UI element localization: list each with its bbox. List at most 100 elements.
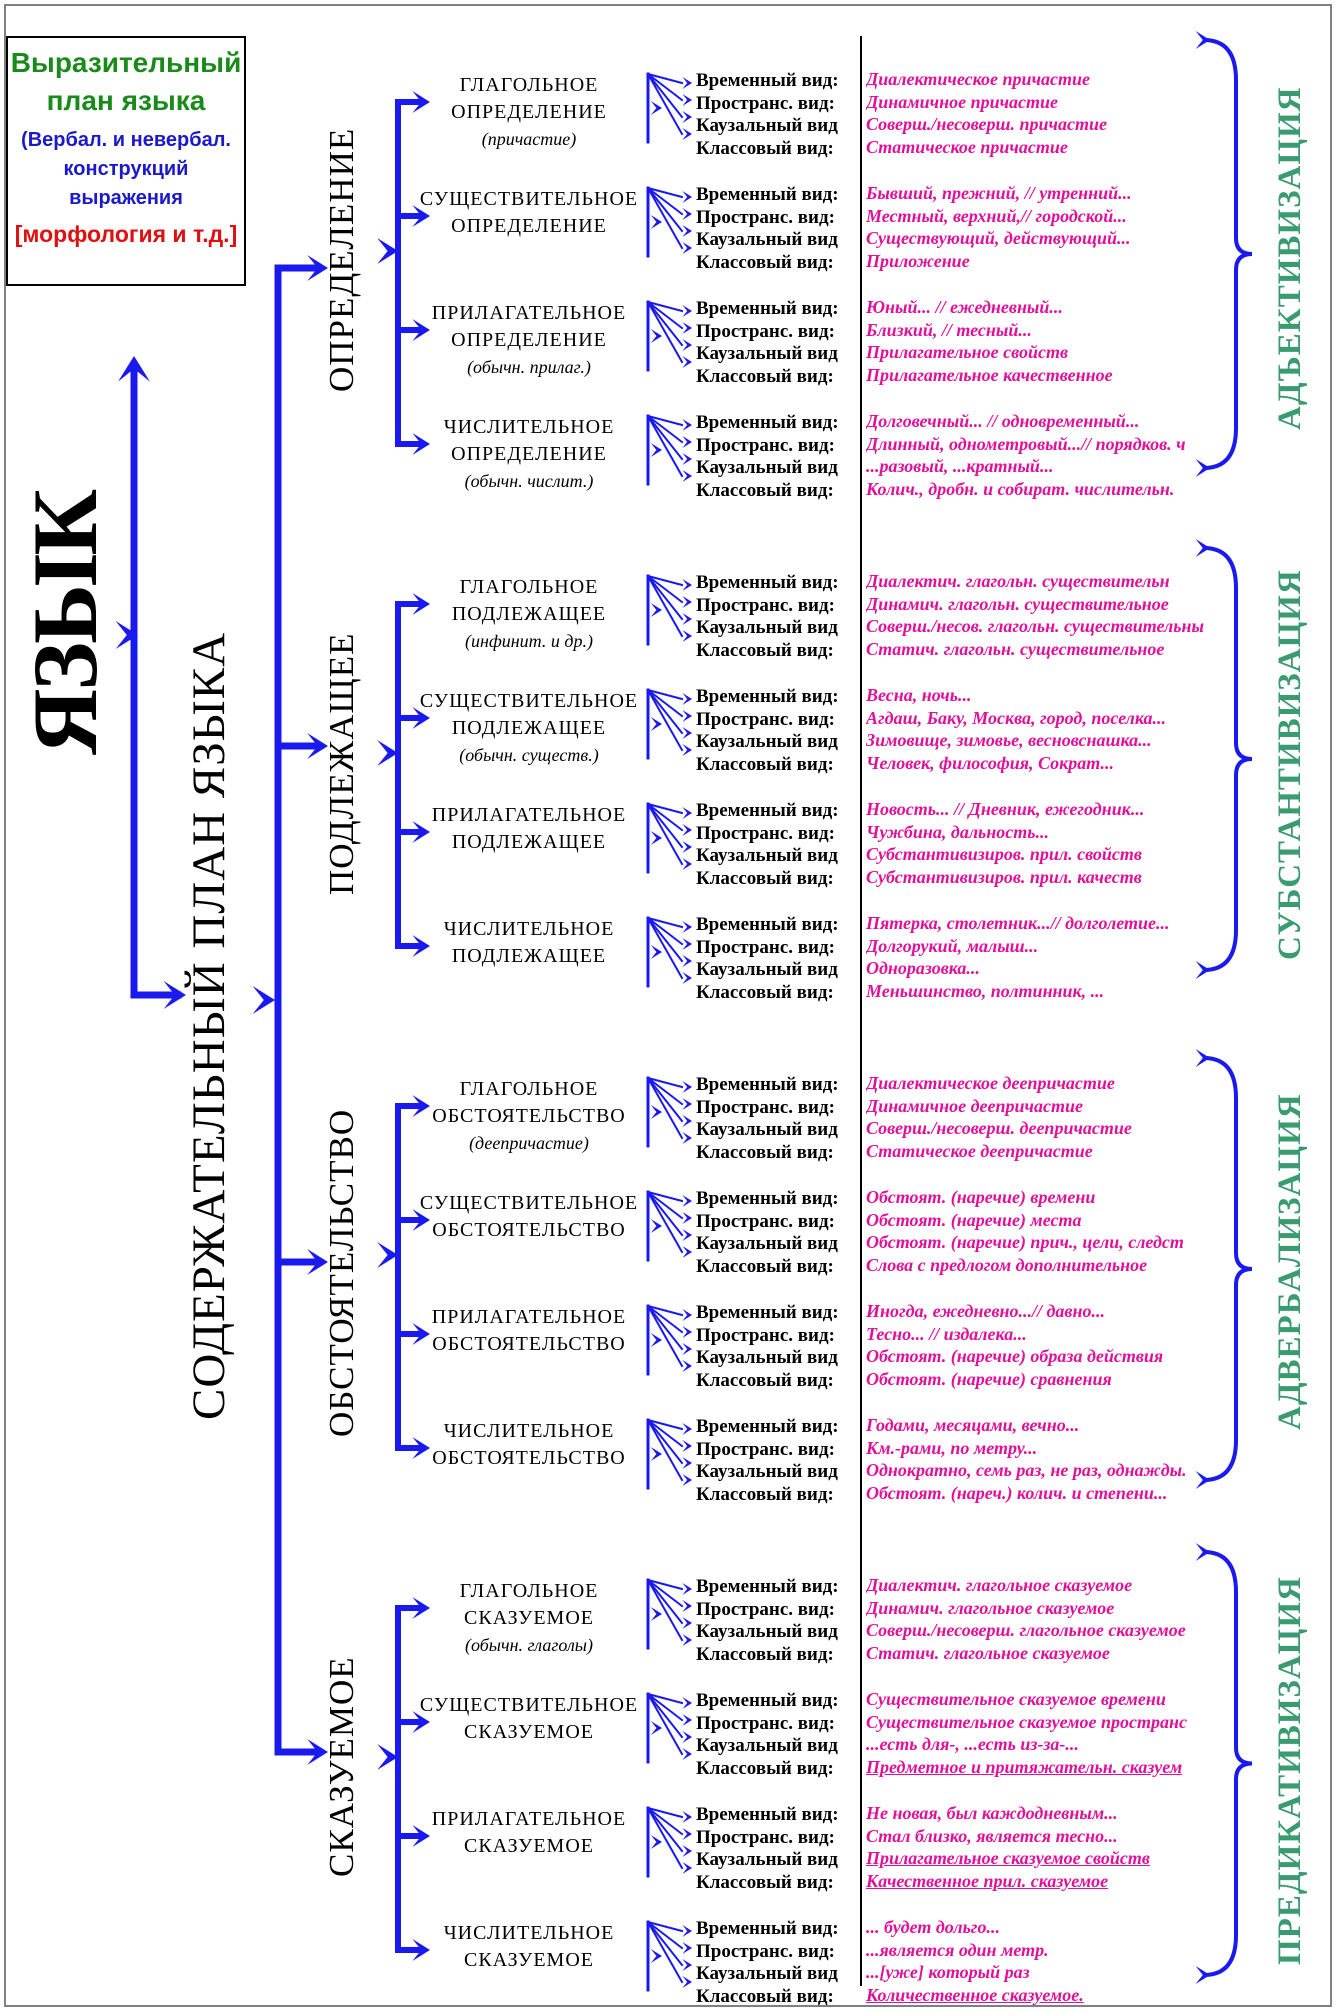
kind-labels-2-0: Временный вид:Пространс. вид:Каузальный … — [696, 1074, 839, 1164]
fan-ray-1-2-3 — [646, 802, 684, 866]
kind-label: Каузальный вид — [696, 617, 838, 638]
subnode-note: (обычн. глаголы) — [465, 1635, 593, 1655]
fan-arrowhead-1-2-0 — [682, 807, 692, 819]
fan-ray-2-0-1 — [646, 1076, 684, 1106]
kind-label: Временный вид: — [696, 1074, 839, 1095]
kind-labels-0-1: Временный вид:Пространс. вид:Каузальный … — [696, 184, 839, 274]
fan-arrowhead-2-3-1 — [682, 1440, 692, 1452]
example-text: Статич. глагольное сказуемое — [866, 1642, 1110, 1663]
fan-arrowhead-2-1-1 — [682, 1212, 692, 1224]
kind-label: Каузальный вид — [696, 1233, 838, 1254]
fan-ray-3-3-0 — [646, 1920, 684, 1933]
example-text: Слова с предлогом дополнительное — [866, 1254, 1148, 1275]
fan-ray-2-2-1 — [646, 1304, 684, 1334]
sub-arrowhead-0-2 — [412, 319, 430, 341]
fan-arrowhead-0-2-0 — [682, 305, 692, 317]
kind-label: Временный вид: — [696, 184, 839, 205]
example-text: Однократно, семь раз, не раз, однажды. — [866, 1460, 1187, 1480]
fan-arrowhead-2-2-3 — [682, 1360, 692, 1372]
kind-label: Пространс. вид: — [696, 594, 835, 616]
subnode-line: ЧИСЛИТЕЛЬНОЕ — [443, 416, 615, 438]
subnode-line: ЧИСЛИТЕЛЬНОЕ — [443, 1922, 615, 1944]
example-text: Качественное прил. сказуемое — [866, 1870, 1109, 1891]
kind-label: Каузальный вид — [696, 1119, 838, 1140]
legend-box: Выразительный план языка (Вербал. и неве… — [6, 36, 246, 286]
fan-ray-3-2-1 — [646, 1806, 684, 1836]
example-text: Обстоят. (наречие) времени — [866, 1187, 1096, 1207]
subnode-note: (инфинит. и др.) — [465, 631, 593, 651]
fan-arrowhead-2-0-3 — [682, 1132, 692, 1144]
fan-arrowhead-0-2-3 — [682, 356, 692, 368]
fan-arrowhead-0-3-2 — [682, 453, 692, 465]
subnode-line: СКАЗУЕМОЕ — [464, 1607, 594, 1629]
example-text: Обстоят. (наречие) сравнения — [866, 1368, 1112, 1389]
sub-arrowhead-1-3 — [412, 935, 430, 957]
example-text: Годами, месяцами, вечно... — [866, 1415, 1080, 1435]
subnode-line: ПОДЛЕЖАЩЕЕ — [451, 603, 607, 625]
example-text: Длинный, однометровый...// порядков. ч — [866, 433, 1186, 454]
fan-arrowhead-1-0-0 — [682, 579, 692, 591]
fan-arrowhead-1-1-1 — [682, 710, 692, 722]
example-text: Обстоят. (наречие) прич., цели, следст — [866, 1232, 1184, 1252]
example-text: Диалектич. глагольн. существительн — [866, 571, 1170, 591]
kind-label: Классовый вид: — [696, 137, 834, 159]
kind-label: Классовый вид: — [696, 1369, 834, 1391]
sub-arrowhead-1-1 — [412, 707, 430, 729]
sub-arrowhead-0-0 — [412, 91, 430, 113]
kind-label: Каузальный вид — [696, 1963, 838, 1984]
example-text: Чужбина, дальность... — [866, 821, 1049, 842]
fan-ray-0-3-1 — [646, 414, 684, 444]
brace-0 — [1203, 38, 1253, 470]
kind-label: Классовый вид: — [696, 251, 834, 273]
example-text: Динамич. глагольн. существительное — [866, 593, 1169, 614]
fan-arrowhead-2-1-2 — [682, 1229, 692, 1241]
fan-ray-3-1-0 — [646, 1692, 684, 1705]
fan-arrowhead-0-3-3 — [682, 470, 692, 482]
kind-label: Пространс. вид: — [696, 320, 835, 342]
examples-3-3: ... будет дольго......является один метр… — [866, 1916, 1258, 2006]
subnode-line: ОПРЕДЕЛЕНИЕ — [451, 443, 607, 465]
kind-labels-3-2: Временный вид:Пространс. вид:Каузальный … — [696, 1804, 839, 1894]
plan-arrowhead — [163, 981, 186, 1009]
fan-ray-3-0-3 — [646, 1578, 684, 1642]
fan-ray-1-2-0 — [646, 802, 684, 815]
kind-label: Каузальный вид — [696, 731, 838, 752]
fan-ray-1-3-3 — [646, 916, 684, 980]
subnode-line: ПОДЛЕЖАЩЕЕ — [451, 831, 607, 853]
process-label-3: ПРЕДИКАТИВИЗАЦИЯ — [1272, 1576, 1308, 1965]
example-text: ...разовый, ...кратный... — [866, 456, 1054, 476]
fan-arrowhead-1-3-2 — [682, 955, 692, 967]
fan-ray-0-2-1 — [646, 300, 684, 330]
fan-ray-2-3-1 — [646, 1418, 684, 1448]
fan-arrowhead-3-0-3 — [682, 1634, 692, 1646]
fan-ray-1-2-2 — [646, 802, 684, 849]
kind-label: Пространс. вид: — [696, 1598, 835, 1620]
fan-center-arrowhead-2-3 — [650, 1447, 662, 1461]
fan-arrowhead-2-1-0 — [682, 1195, 692, 1207]
fan-arrowhead-3-1-2 — [682, 1731, 692, 1743]
example-text: Соверш./несоверш. деепричастие — [866, 1118, 1132, 1138]
sub-arrowhead-2-2 — [412, 1323, 430, 1345]
example-text: Прилагательное качественное — [866, 364, 1113, 385]
legend-title: Выразительный план языка — [10, 47, 242, 116]
subnode-line: ОПРЕДЕЛЕНИЕ — [451, 329, 607, 351]
fan-center-arrowhead-2-1 — [650, 1219, 662, 1233]
fan-arrowhead-3-1-1 — [682, 1714, 692, 1726]
example-text: Обстоят. (наречие) образа действия — [866, 1346, 1164, 1366]
fan-ray-1-1-3 — [646, 688, 684, 752]
sub-arrowhead-3-0 — [412, 1597, 430, 1619]
example-text: Человек, философия, Сократ... — [866, 752, 1114, 773]
fan-arrowhead-1-1-2 — [682, 727, 692, 739]
fan-ray-2-2-3 — [646, 1304, 684, 1368]
fan-ray-3-3-1 — [646, 1920, 684, 1950]
fan-center-arrowhead-0-3 — [650, 443, 662, 457]
examples-3-2: Не новая, был каждодневным...Стал близко… — [866, 1802, 1258, 1892]
